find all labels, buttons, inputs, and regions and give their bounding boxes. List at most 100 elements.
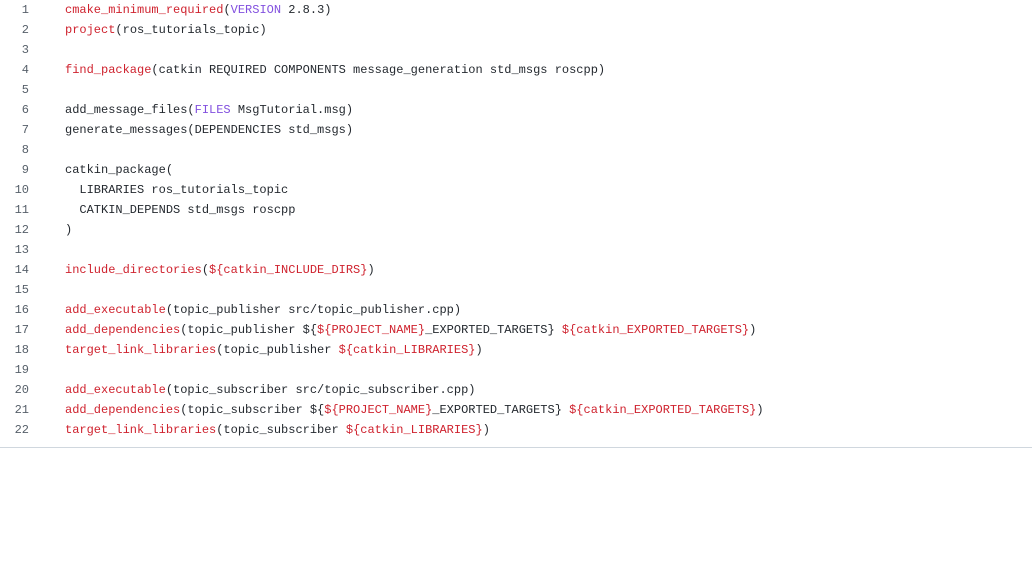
code-line: 13	[0, 240, 1032, 260]
line-content: target_link_libraries(topic_subscriber $…	[29, 420, 1032, 440]
line-content: include_directories(${catkin_INCLUDE_DIR…	[29, 260, 1032, 280]
text-token: 2.8.3)	[281, 3, 332, 17]
text-token: (catkin REQUIRED COMPONENTS message_gene…	[151, 63, 606, 77]
line-number[interactable]: 13	[14, 243, 29, 257]
line-number[interactable]: 2	[21, 23, 29, 37]
code-line: 11 CATKIN_DEPENDS std_msgs roscpp	[0, 200, 1032, 220]
code-line: 3	[0, 40, 1032, 60]
line-number[interactable]: 4	[21, 63, 29, 77]
function-token: target_link_libraries	[65, 423, 217, 437]
variable-token: ${catkin_EXPORTED_TARGETS}	[561, 323, 750, 337]
variable-token: ${catkin_INCLUDE_DIRS}	[209, 263, 368, 277]
text-token: (	[201, 263, 210, 277]
line-number[interactable]: 22	[14, 423, 29, 437]
code-line: 5	[0, 80, 1032, 100]
line-content: project(ros_tutorials_topic)	[29, 20, 1032, 40]
text-token: _EXPORTED_TARGETS}	[432, 403, 570, 417]
text-token: MsgTutorial.msg)	[230, 103, 354, 117]
variable-token: ${catkin_LIBRARIES}	[338, 343, 476, 357]
line-content: add_executable(topic_subscriber src/topi…	[29, 380, 1032, 400]
code-line: 7 generate_messages(DEPENDENCIES std_msgs…	[0, 120, 1032, 140]
code-line: 15	[0, 280, 1032, 300]
line-number[interactable]: 19	[14, 363, 29, 377]
code-line: 9 catkin_package(	[0, 160, 1032, 180]
line-number[interactable]: 16	[14, 303, 29, 317]
text-token: (topic_publisher src/topic_publisher.cpp…	[165, 303, 462, 317]
function-token: cmake_minimum_required	[65, 3, 224, 17]
line-number[interactable]: 10	[14, 183, 29, 197]
text-token: CATKIN_DEPENDS std_msgs roscpp	[65, 203, 296, 217]
function-token: add_dependencies	[65, 323, 181, 337]
line-number[interactable]: 9	[21, 163, 29, 177]
line-content	[29, 40, 1032, 60]
variable-token: ${catkin_LIBRARIES}	[345, 423, 483, 437]
line-number[interactable]: 17	[14, 323, 29, 337]
function-token: project	[65, 23, 116, 37]
line-number[interactable]: 3	[21, 43, 29, 57]
keyword-token: VERSION	[230, 3, 282, 17]
text-token: generate_messages(DEPENDENCIES std_msgs)	[65, 123, 354, 137]
line-number[interactable]: 7	[21, 123, 29, 137]
line-content: add_message_files(FILES MsgTutorial.msg)	[29, 100, 1032, 120]
line-content: catkin_package(	[29, 160, 1032, 180]
line-content: add_dependencies(topic_publisher ${${PRO…	[29, 320, 1032, 340]
line-number[interactable]: 5	[21, 83, 29, 97]
line-content	[29, 140, 1032, 160]
function-token: target_link_libraries	[65, 343, 217, 357]
function-token: find_package	[65, 63, 152, 77]
variable-token: ${PROJECT_NAME}	[324, 403, 433, 417]
line-number[interactable]: 14	[14, 263, 29, 277]
text-token: )	[65, 223, 73, 237]
text-token: (topic_publisher	[216, 343, 339, 357]
line-content: add_dependencies(topic_subscriber ${${PR…	[29, 400, 1032, 420]
function-token: include_directories	[65, 263, 202, 277]
text-token: (topic_subscriber ${	[180, 403, 325, 417]
code-line: 10 LIBRARIES ros_tutorials_topic	[0, 180, 1032, 200]
keyword-token: FILES	[194, 103, 231, 117]
text-token: (topic_publisher ${	[180, 323, 318, 337]
line-number[interactable]: 11	[14, 203, 29, 217]
line-number[interactable]: 20	[14, 383, 29, 397]
line-number[interactable]: 18	[14, 343, 29, 357]
variable-token: ${catkin_EXPORTED_TARGETS}	[569, 403, 757, 417]
line-content	[29, 360, 1032, 380]
line-content: cmake_minimum_required(VERSION 2.8.3)	[29, 0, 1032, 20]
line-number[interactable]: 12	[14, 223, 29, 237]
line-content: generate_messages(DEPENDENCIES std_msgs)	[29, 120, 1032, 140]
line-content: )	[29, 220, 1032, 240]
line-content	[29, 240, 1032, 260]
code-line: 12)	[0, 220, 1032, 240]
text-token: )	[367, 263, 375, 277]
text-token: (topic_subscriber src/topic_subscriber.c…	[165, 383, 476, 397]
line-content: find_package(catkin REQUIRED COMPONENTS …	[29, 60, 1032, 80]
variable-token: ${PROJECT_NAME}	[317, 323, 426, 337]
line-content: add_executable(topic_publisher src/topic…	[29, 300, 1032, 320]
text-token: catkin_package(	[65, 163, 174, 177]
line-number[interactable]: 8	[21, 143, 29, 157]
text-token: LIBRARIES ros_tutorials_topic	[65, 183, 289, 197]
function-token: add_executable	[65, 303, 166, 317]
line-number[interactable]: 6	[21, 103, 29, 117]
line-number[interactable]: 21	[14, 403, 29, 417]
line-content: target_link_libraries(topic_publisher ${…	[29, 340, 1032, 360]
line-number[interactable]: 15	[14, 283, 29, 297]
line-content: LIBRARIES ros_tutorials_topic	[29, 180, 1032, 200]
code-line: 19	[0, 360, 1032, 380]
text-token: (ros_tutorials_topic)	[115, 23, 267, 37]
text-token: )	[482, 423, 490, 437]
function-token: add_dependencies	[65, 403, 181, 417]
line-content	[29, 280, 1032, 300]
line-number[interactable]: 1	[21, 3, 29, 17]
